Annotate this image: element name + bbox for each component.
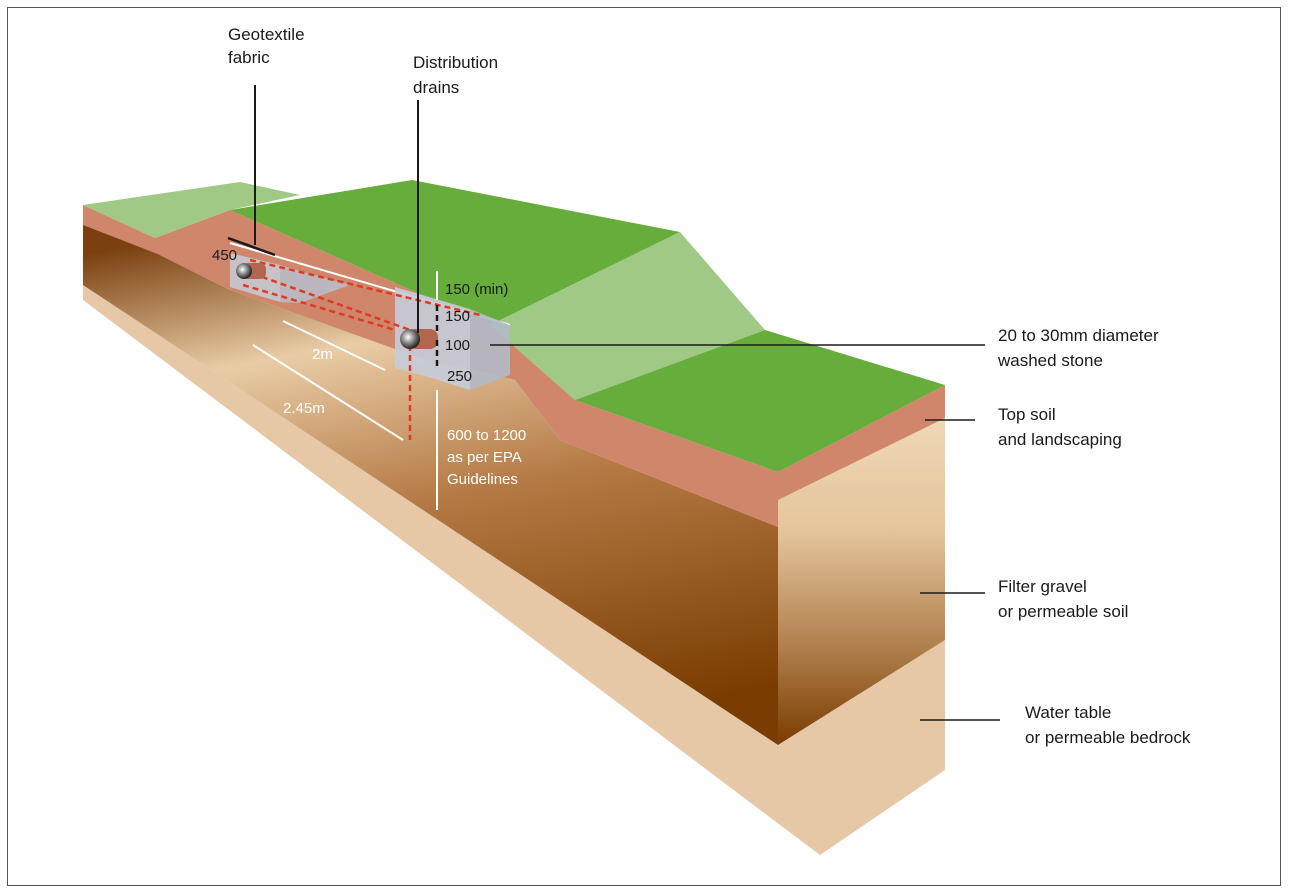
distribution-label-line1: Distribution <box>413 53 498 72</box>
dim-450-label: 450 <box>212 247 237 264</box>
diagram-frame <box>7 7 1281 886</box>
dim-100-label: 100 <box>445 337 470 354</box>
depth-label-line2: as per EPA <box>447 449 522 466</box>
topsoil-side <box>778 385 945 500</box>
filter-label-line1: Filter gravel <box>998 577 1087 596</box>
distribution-label-line2: drains <box>413 78 459 97</box>
geotextile-marker <box>227 236 276 257</box>
water-label-line1: Water table <box>1025 703 1111 722</box>
depth-label-line3: Guidelines <box>447 471 518 488</box>
gravel-box-right-side <box>470 309 510 390</box>
drain-pipe-left <box>236 263 266 279</box>
water-label-line2: or permeable bedrock <box>1025 728 1191 747</box>
stone-label-line1: 20 to 30mm diameter <box>998 326 1159 345</box>
dim-2m-label: 2m <box>312 346 333 363</box>
gravel-box-left-2 <box>280 265 350 303</box>
depth-label-line1: 600 to 1200 <box>447 427 526 444</box>
geotextile-label-line1: Geotextile <box>228 25 305 44</box>
dim-150-label: 150 <box>445 308 470 325</box>
grass-slope <box>490 232 765 400</box>
dim-250-label: 250 <box>447 368 472 385</box>
topsoil-label-line2: and landscaping <box>998 430 1122 449</box>
filter-label-line2: or permeable soil <box>998 602 1128 621</box>
grass-left-back <box>83 182 300 238</box>
dim-2m-line <box>282 320 386 371</box>
bedrock-layer <box>83 285 945 855</box>
grass-top-plateau <box>230 180 680 325</box>
stone-label-line2: washed stone <box>997 351 1103 370</box>
geotextile-label-line2: fabric <box>228 48 270 67</box>
dim-245m-line <box>252 344 404 441</box>
dim-150min-label: 150 (min) <box>445 281 508 298</box>
dim-245m-label: 2.45m <box>283 400 325 417</box>
drain-lines <box>242 258 481 440</box>
filter-gravel-side <box>778 418 945 745</box>
topsoil-label-line1: Top soil <box>998 405 1056 424</box>
drain-pipe-right <box>400 329 438 349</box>
grass-lower <box>575 330 945 472</box>
